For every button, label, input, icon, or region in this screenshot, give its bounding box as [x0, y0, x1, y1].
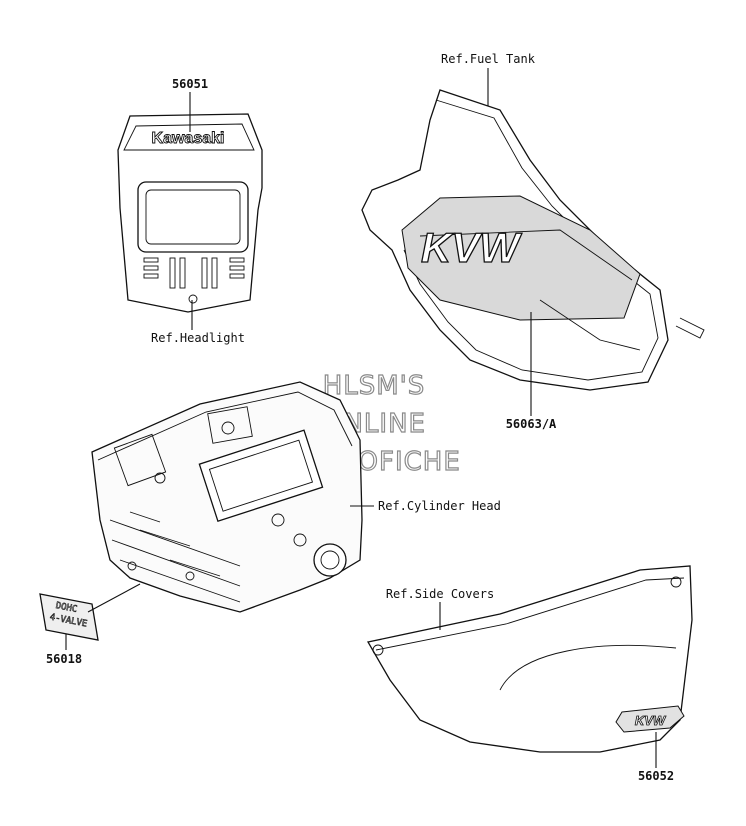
dohc-decal-line-1: DOHC — [55, 601, 78, 615]
cylinder-head-drawing — [91, 381, 363, 613]
fuel-tank-part-number: 56063/A — [506, 417, 557, 431]
dohc-decal-part-number: 56018 — [46, 652, 82, 666]
side-cover-drawing — [366, 565, 693, 753]
cylinder-head-ref-label: Ref.Cylinder Head — [378, 499, 501, 513]
headlight-cover-drawing — [117, 113, 263, 313]
watermark-line-1: HLSM'S — [323, 371, 426, 401]
side-cover-logo-text: KVW — [635, 713, 667, 728]
fuel-tank-ref-label: Ref.Fuel Tank — [441, 52, 536, 66]
fuel-tank-logo-text: KVW — [421, 224, 522, 271]
headlight-part-number: 56051 — [172, 77, 208, 91]
headlight-brand-text: Kawasaki — [152, 130, 225, 147]
side-cover-part-number: 56052 — [638, 769, 674, 783]
dohc-decal-drawing — [39, 593, 99, 641]
fuel-tank-drawing — [361, 89, 705, 391]
side-cover-ref-label: Ref.Side Covers — [386, 587, 494, 601]
headlight-vents — [143, 257, 245, 289]
headlight-ref-label: Ref.Headlight — [151, 331, 245, 345]
